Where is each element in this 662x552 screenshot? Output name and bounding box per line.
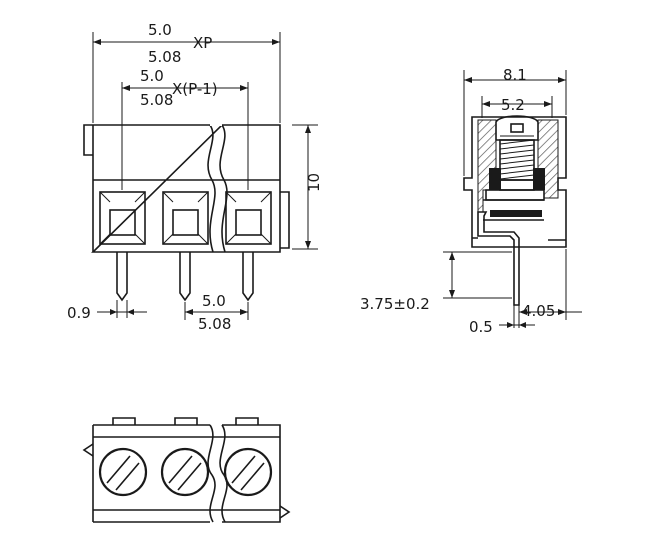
wire-opening xyxy=(162,191,209,245)
dim-pitch-line2: 5.08 xyxy=(198,315,231,333)
front-left-tab xyxy=(83,124,93,156)
front-right-tab xyxy=(280,191,290,249)
dim-side-inner: 5.2 xyxy=(481,96,553,118)
top-body-outline xyxy=(93,424,281,523)
dim-side-inner-value: 5.2 xyxy=(501,96,525,114)
dim-total-length: 5.0 XP 5.08 xyxy=(92,21,281,123)
dim-pitch-line1: 5.0 xyxy=(202,292,226,310)
top-view xyxy=(82,417,291,523)
wire-opening xyxy=(225,191,272,245)
side-hatch-left xyxy=(477,119,497,213)
dim-span-line2: 5.08 xyxy=(140,91,173,109)
screw-thread xyxy=(489,139,545,191)
front-body-outline xyxy=(91,124,281,253)
dim-side-width: 8.1 xyxy=(463,66,567,176)
polarity-marker xyxy=(82,443,94,457)
side-pin xyxy=(477,211,520,306)
wire-opening xyxy=(99,191,146,245)
screw-top xyxy=(160,447,210,497)
dim-pin-offset-value: 4.05 xyxy=(522,302,555,320)
screw-top xyxy=(223,447,273,497)
dim-total-unit: XP xyxy=(193,34,212,52)
dim-pin-width-value: 0.9 xyxy=(67,304,91,322)
dim-pin-pitch: 5.0 5.08 xyxy=(184,292,249,333)
dim-span-unit: X(P-1) xyxy=(172,80,218,98)
wire-clamp xyxy=(483,189,545,221)
front-break-line xyxy=(207,124,216,253)
dim-height-value: 10 xyxy=(305,173,323,192)
dim-pin-span: 5.0 X(P-1) 5.08 xyxy=(121,67,249,190)
dim-span-line1: 5.0 xyxy=(140,67,164,85)
dim-pin-thickness: 0.5 xyxy=(469,305,535,336)
dim-pin-length-value: 3.75±0.2 xyxy=(360,295,430,313)
polarity-marker xyxy=(279,505,291,519)
dim-total-line1: 5.0 xyxy=(148,21,172,39)
dim-side-width-value: 8.1 xyxy=(503,66,527,84)
dim-pin-length: 3.75±0.2 xyxy=(360,251,512,313)
dim-pin-width: 0.9 xyxy=(67,300,147,322)
front-view: 5.0 XP 5.08 5.0 X(P-1) 5.08 10 xyxy=(67,21,323,333)
dim-height: 10 xyxy=(292,124,323,250)
pin xyxy=(179,252,191,302)
dim-total-line2: 5.08 xyxy=(148,48,181,66)
dim-pin-thickness-value: 0.5 xyxy=(469,318,493,336)
pin xyxy=(116,252,128,302)
side-view: 8.1 5.2 3.75±0.2 0.5 xyxy=(360,66,582,336)
screw-head xyxy=(495,115,539,141)
top-break-line xyxy=(207,424,216,523)
dim-pin-offset: 4.05 xyxy=(519,249,582,320)
screw-top xyxy=(98,447,148,497)
pin xyxy=(242,252,254,302)
